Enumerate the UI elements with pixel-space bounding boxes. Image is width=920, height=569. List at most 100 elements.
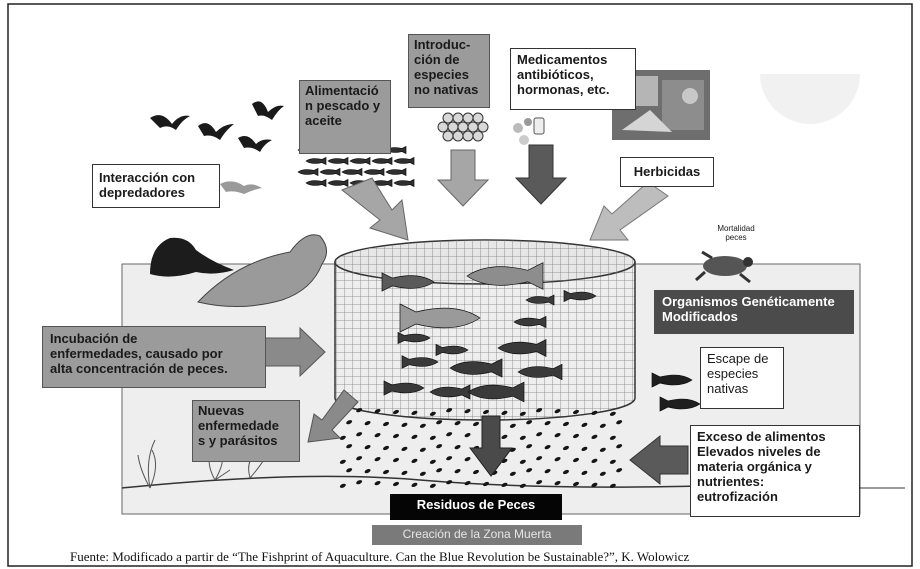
arrow-introduction [436,149,490,207]
waste-dot [346,468,353,473]
fish-icon [525,294,555,306]
waste-dot [591,458,598,464]
waste-dot [401,446,408,452]
waste-dot [581,446,588,452]
waste-dot [526,444,533,449]
label-fish-waste: Residuos de Peces [390,494,562,520]
waste-dot [411,410,418,416]
waste-dot [563,421,569,427]
waste-dot [383,445,389,451]
waste-dot [599,423,606,428]
waste-dot [573,409,579,415]
waste-dot [591,434,598,440]
waste-dot [411,482,418,488]
waste-dot [483,481,489,487]
waste-dot [554,480,561,486]
waste-dot [554,456,561,462]
waste-dot [464,456,471,462]
waste-dot [393,433,399,439]
fish-icon [341,167,363,177]
fish-icon [659,396,701,412]
outer-border [7,3,913,567]
waste-dot [364,420,371,426]
waste-dot [339,483,346,488]
waste-dot [483,409,489,415]
label-medication: Medicamentos antibióticos, hormonas, etc… [510,48,636,110]
waste-dot [599,471,606,476]
waste-dot [401,422,408,428]
fish-icon [517,363,563,381]
arrow-new-diseases [307,389,359,443]
waste-dot [346,420,353,425]
fish-icon [435,343,469,357]
fish-icon [397,331,431,345]
waste-dot [599,447,606,452]
waste-dot [581,422,588,428]
waste-dot [383,469,389,475]
label-fish-mortality: Mortalidad peces [717,224,755,243]
arrow-medication [514,144,568,205]
label-disease-incubation: Incubación de enfermedades, causado por … [42,326,266,388]
waste-dot [609,411,616,416]
pills-icon [513,117,545,145]
waste-dot [536,408,543,413]
waste-dot [436,468,443,473]
arrow-excess-food [629,434,689,486]
waste-dot [356,456,363,461]
waste-dot [339,435,346,440]
faint-sun-shape [760,74,860,124]
label-native-escape: Escape de especies nativas [700,347,784,409]
fish-icon [385,167,407,177]
label-introduction: Introduc- ción de especies no nativas [408,34,490,108]
waste-dot [356,480,363,485]
waste-dot [393,481,399,487]
waste-dot [509,423,516,428]
waste-dot [501,482,508,488]
waste-dot [429,459,436,464]
arrow-feed [341,177,409,241]
waste-dot [554,408,561,414]
waste-dot [339,459,346,464]
sea-lion-icon [150,234,327,307]
waste-dot [526,468,533,473]
fish-icon [383,380,425,396]
waste-dot [473,469,479,475]
waste-dot [544,444,551,450]
fish-icon [393,178,415,188]
fish-icon [401,355,439,369]
waste-dot [609,435,616,440]
waste-dot [573,481,579,487]
fish-icon [371,156,393,166]
fish-icon [381,272,435,292]
label-gmo: Organismos Genéticamente Modificados [654,290,854,334]
waste-dot [346,444,353,449]
fish-icon [349,156,371,166]
waste-dot [609,483,616,488]
label-excess-food: Exceso de alimentos Elevados niveles de … [690,425,860,517]
label-predators: Interacción con depredadores [92,164,220,208]
waste-dot [364,468,371,474]
fish-icon [651,372,693,388]
waste-dot [616,468,623,473]
waste-dot [563,445,569,451]
waste-dot [446,480,453,485]
fish-icon [305,156,327,166]
waste-dot [544,420,551,426]
waste-dot [383,421,389,427]
waste-dot [464,408,471,414]
fish-icon [467,381,525,403]
waste-dot [519,411,526,416]
waste-dot [591,482,598,488]
waste-dot [573,433,579,439]
fish-icon [563,289,597,303]
waste-dot [364,444,371,450]
arrow-incubation [261,326,326,378]
waste-dot [573,457,579,463]
waste-dot [554,432,561,438]
waste-dot [401,470,408,476]
waste-dot [544,468,551,474]
waste-dot [473,421,479,427]
arrow-waste [469,415,513,477]
waste-dot [356,432,363,437]
